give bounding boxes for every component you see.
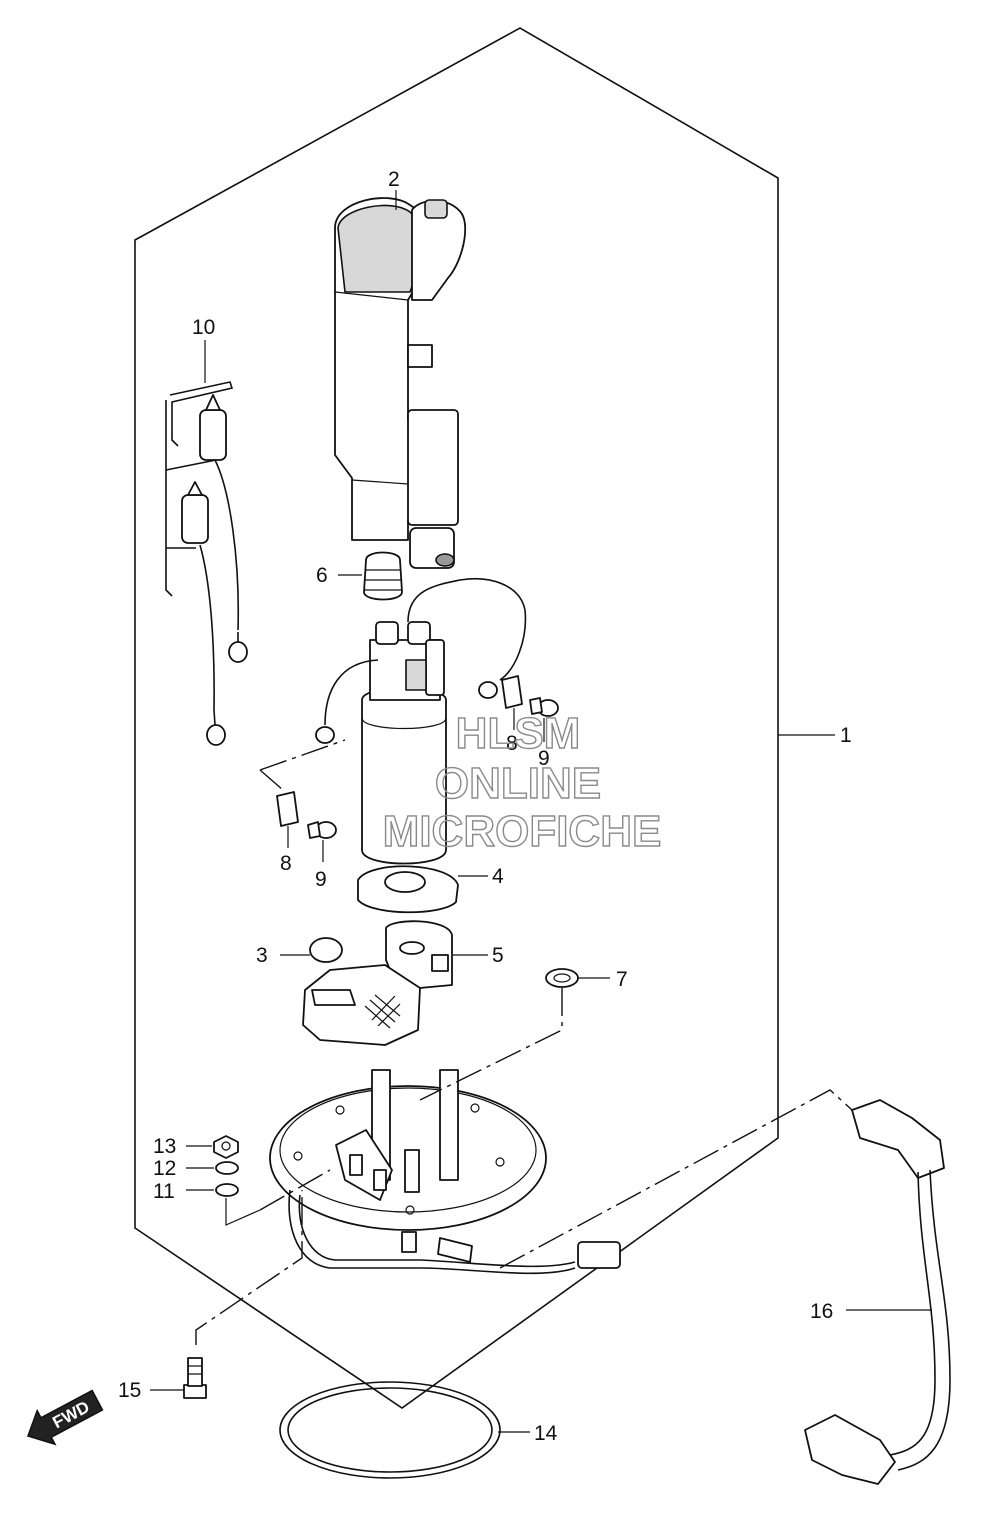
callout-9-left: 9 <box>315 868 327 891</box>
watermark-line-1: HLSM <box>456 709 581 758</box>
callout-14: 14 <box>534 1422 558 1445</box>
part-4-holder <box>357 865 459 914</box>
part-12-washer <box>215 1161 239 1175</box>
callout-labels: 1 2 3 4 5 6 7 8 8 9 9 10 11 12 13 14 15 … <box>118 168 852 1445</box>
part-13-nut <box>213 1135 239 1159</box>
callout-16: 16 <box>810 1300 833 1323</box>
callout-15: 15 <box>118 1379 141 1402</box>
part-16-fuel-hose <box>804 1099 951 1485</box>
callout-13: 13 <box>153 1135 176 1158</box>
callout-2: 2 <box>388 168 400 191</box>
callout-1: 1 <box>840 724 852 747</box>
part-7-seal <box>545 968 579 988</box>
part-11-washer <box>215 1183 239 1197</box>
assembly-dash-lines <box>195 739 853 1345</box>
part-5-bracket <box>385 920 453 991</box>
leader-lines <box>150 190 932 1433</box>
base-plate <box>269 1069 621 1275</box>
callout-8-left: 8 <box>280 852 292 875</box>
fwd-badge: FWD <box>27 1389 104 1446</box>
callout-5: 5 <box>492 944 504 967</box>
fwd-arrow-icon <box>27 1389 104 1446</box>
assembly-outline <box>134 27 779 1409</box>
callout-6: 6 <box>316 564 328 587</box>
callout-11: 11 <box>153 1180 175 1203</box>
part-8-plate-right <box>501 675 523 709</box>
part-3-filter <box>302 937 421 1046</box>
part-6-bushing <box>363 551 403 601</box>
callout-8-right: 8 <box>506 732 518 755</box>
part-8-plate-left <box>276 791 299 827</box>
callout-7: 7 <box>616 968 628 991</box>
part-9-screw-right <box>529 697 559 717</box>
callout-10: 10 <box>192 316 215 339</box>
pump-motor <box>315 578 527 865</box>
callout-9-right: 9 <box>538 747 550 770</box>
watermark-line-3: MICROFICHE <box>383 807 662 856</box>
watermark: HLSM ONLINE MICROFICHE <box>382 708 662 856</box>
part-15-bolt <box>183 1357 207 1399</box>
part-9-screw-left <box>307 821 337 839</box>
part-10-sender <box>165 381 248 746</box>
callout-12: 12 <box>153 1157 176 1180</box>
part-2-housing <box>334 197 466 569</box>
callout-3: 3 <box>256 944 268 967</box>
watermark-line-2: ONLINE <box>435 759 601 808</box>
part-14-o-ring <box>279 1381 501 1479</box>
callout-4: 4 <box>492 865 504 888</box>
